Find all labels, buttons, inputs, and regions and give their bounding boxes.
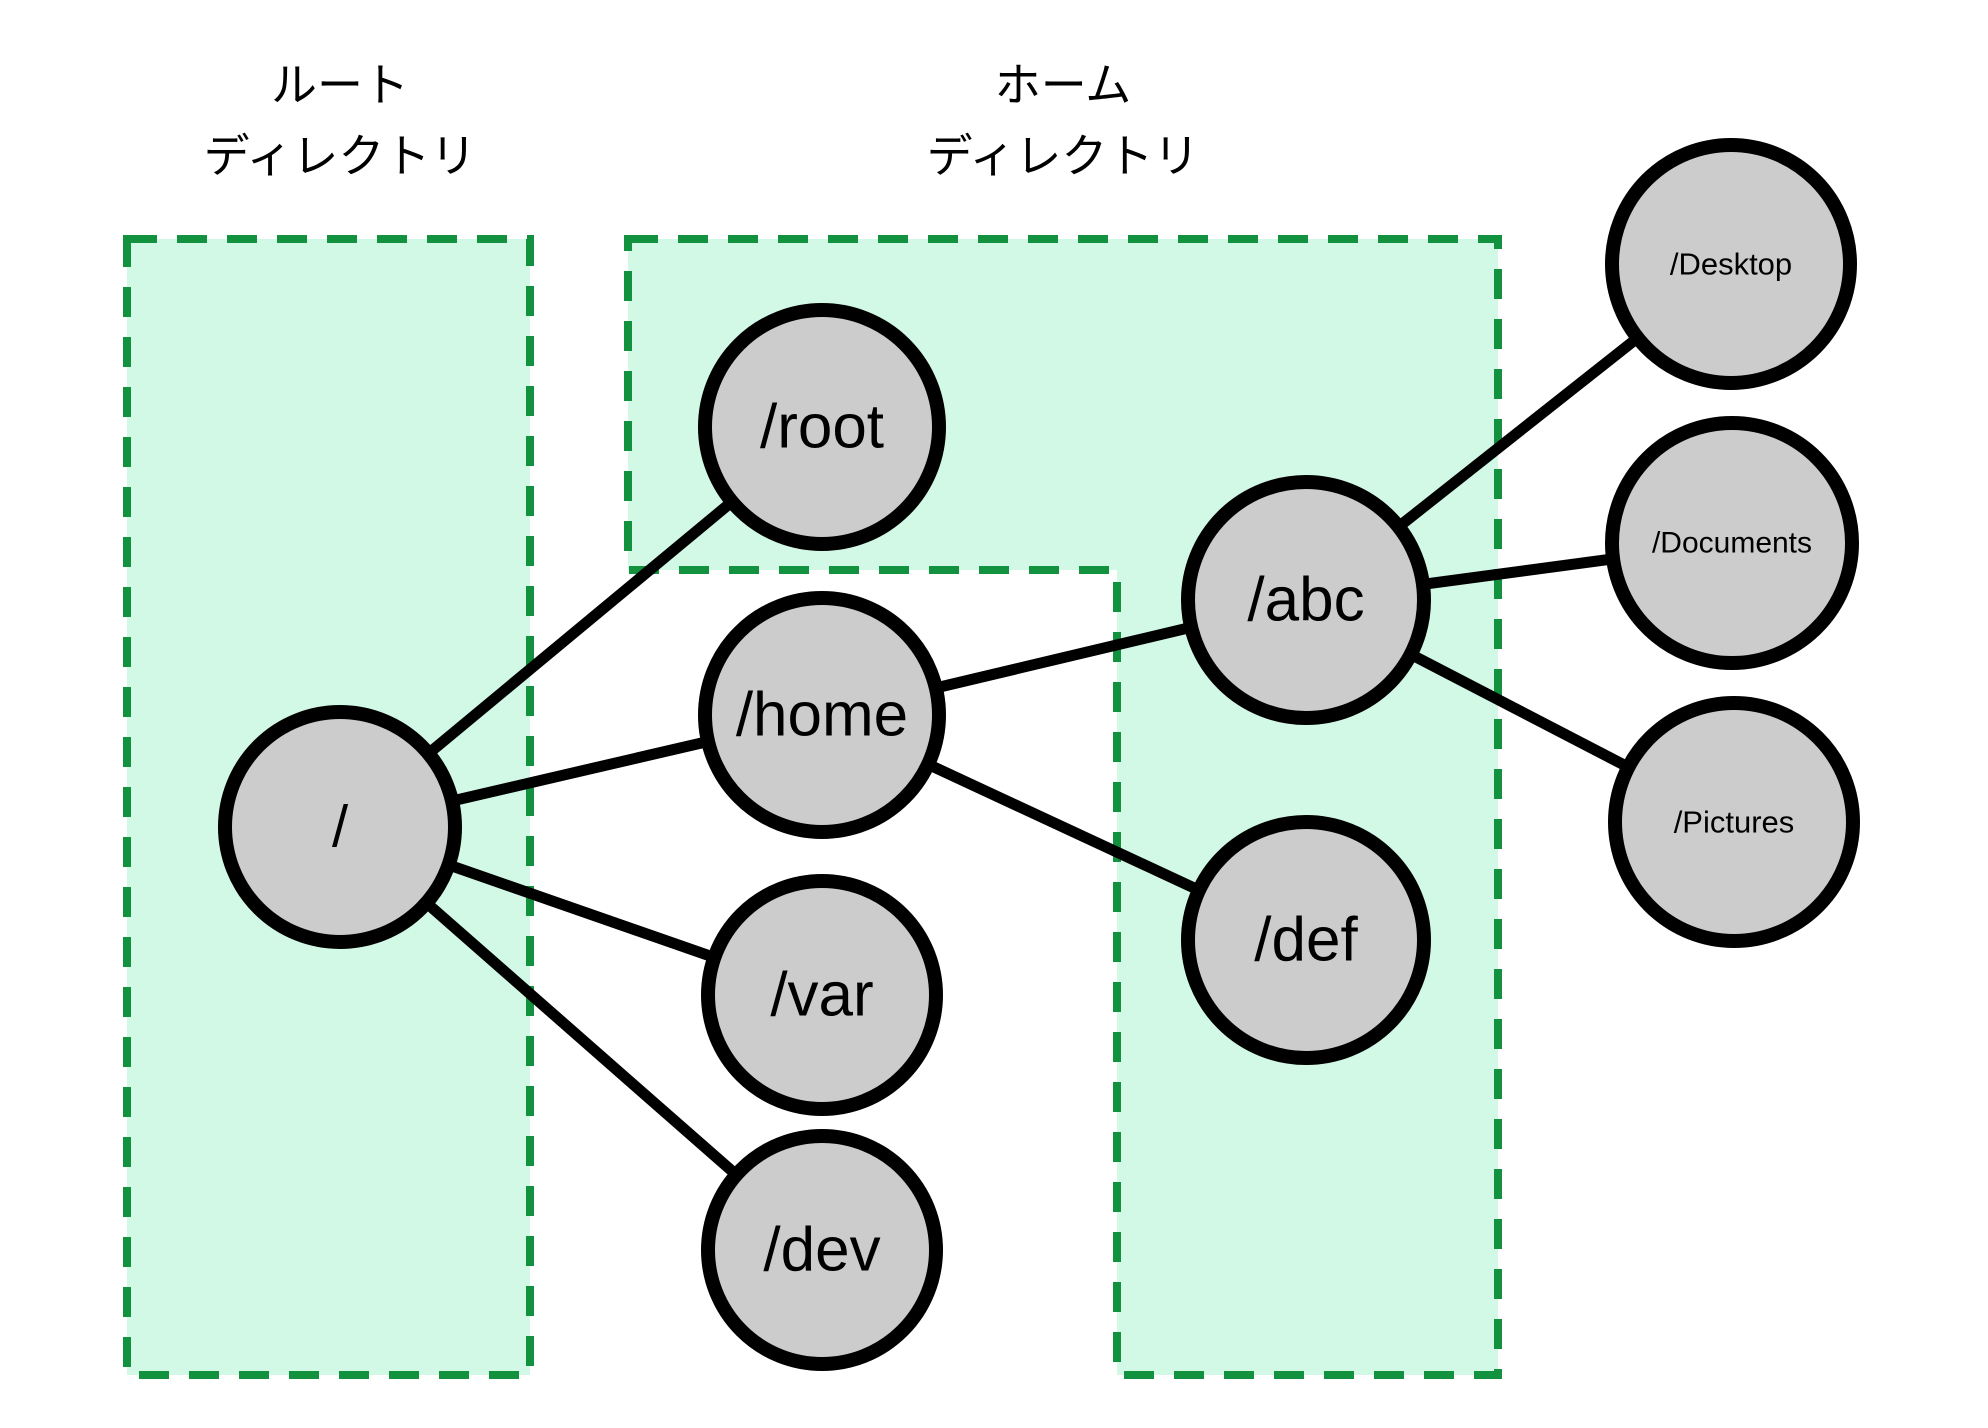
- node-label-documents: /Documents: [1652, 527, 1812, 560]
- node-circle-abc: [1181, 475, 1431, 725]
- node-label-home: /home: [736, 681, 908, 750]
- node-label-dev: /dev: [763, 1216, 880, 1285]
- node-circle-documents: [1605, 416, 1859, 670]
- node-dev: /dev: [701, 1129, 943, 1371]
- node-label-def: /def: [1254, 906, 1358, 975]
- node-circle-desktop: [1605, 138, 1857, 390]
- node-label-abc: /abc: [1247, 566, 1364, 635]
- node-label-pictures: /Pictures: [1674, 805, 1795, 840]
- node-circle-dev: [701, 1129, 943, 1371]
- root-directory-label-line2: ディレクトリ: [204, 130, 477, 182]
- node-home: /home: [698, 591, 946, 839]
- node-circle-slashroot: [698, 303, 946, 551]
- node-var: /var: [701, 874, 943, 1116]
- node-circle-root: [218, 705, 462, 949]
- home-directory-label-line2: ディレクトリ: [927, 130, 1200, 182]
- node-circle-var: [701, 874, 943, 1116]
- node-label-root: /: [332, 795, 349, 860]
- node-circle-def: [1181, 815, 1431, 1065]
- node-label-slashroot: /root: [760, 393, 884, 462]
- node-label-var: /var: [770, 961, 873, 1030]
- node-circle-pictures: [1608, 696, 1860, 948]
- node-documents: /Documents: [1605, 416, 1859, 670]
- node-root: /: [218, 705, 462, 949]
- headers-layer: ルート ディレクトリ ホーム ディレクトリ: [204, 59, 1200, 182]
- node-desktop: /Desktop: [1605, 138, 1857, 390]
- root-directory-label-line1: ルート: [271, 59, 409, 111]
- node-abc: /abc: [1181, 475, 1431, 725]
- home-directory-label-line1: ホーム: [995, 59, 1132, 111]
- node-slashroot: /root: [698, 303, 946, 551]
- node-circle-home: [698, 591, 946, 839]
- node-label-desktop: /Desktop: [1670, 247, 1792, 282]
- node-def: /def: [1181, 815, 1431, 1065]
- node-pictures: /Pictures: [1608, 696, 1860, 948]
- nodes-layer: / /root/home/var/dev/abc/def/Desktop/Docu…: [218, 138, 1860, 1371]
